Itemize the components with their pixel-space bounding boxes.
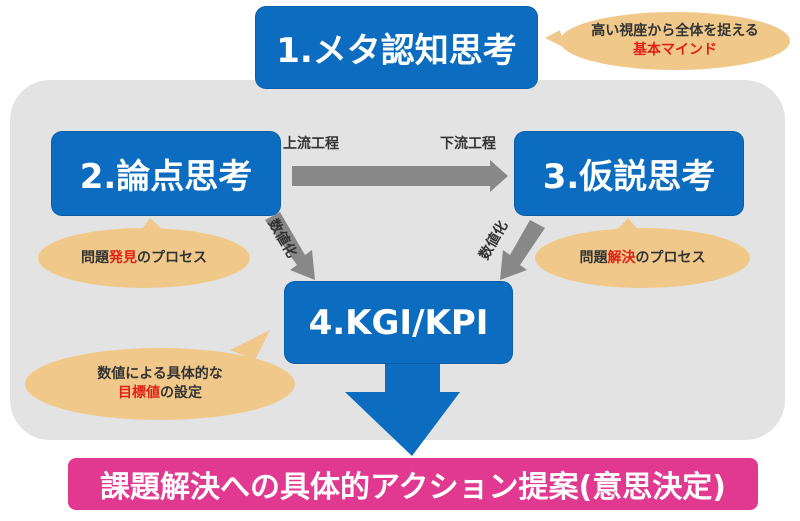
bubble-kgi-line1: 数値による具体的な — [97, 366, 223, 383]
result-banner: 課題解決への具体的アクション提案(意思決定) — [68, 458, 758, 510]
box-meta-cognition-label: 1.メタ認知思考 — [276, 31, 517, 71]
bubble-hypothesis: 問題解決のプロセス — [535, 228, 750, 288]
upstream-downstream-arrow — [292, 160, 508, 192]
box-issue-thinking: 2.論点思考 — [52, 132, 280, 215]
bubble-issue-text: 問題発見のプロセス — [81, 249, 207, 266]
box-hypothesis-thinking-label: 3.仮説思考 — [542, 157, 716, 197]
box-kgi-kpi-label: 4.KGI/KPI — [308, 302, 489, 343]
bubble-meta: 高い視座から全体を捉える 基本マインド — [560, 12, 790, 70]
bubble-kgi: 数値による具体的な 目標値の設定 — [25, 348, 295, 420]
bubble-issue: 問題発見のプロセス — [38, 228, 250, 288]
result-text: 課題解決への具体的アクション提案(意思決定) — [100, 470, 726, 505]
quantify-arrow-right — [500, 220, 545, 280]
down-arrow — [345, 362, 460, 456]
bubble-meta-line2: 基本マインド — [633, 42, 717, 58]
bubble-hypothesis-text: 問題解決のプロセス — [579, 249, 706, 266]
label-downstream: 下流工程 — [440, 136, 496, 152]
quantify-arrow-left — [265, 212, 315, 280]
label-upstream: 上流工程 — [283, 136, 339, 152]
bubble-tail-kgi — [230, 330, 270, 360]
box-issue-thinking-label: 2.論点思考 — [79, 157, 253, 197]
box-meta-cognition: 1.メタ認知思考 — [256, 7, 537, 88]
bubble-kgi-line2: 目標値の設定 — [118, 385, 202, 401]
box-hypothesis-thinking: 3.仮説思考 — [515, 132, 743, 215]
bubble-meta-line1: 高い視座から全体を捉える — [591, 23, 759, 40]
box-kgi-kpi: 4.KGI/KPI — [285, 282, 512, 363]
